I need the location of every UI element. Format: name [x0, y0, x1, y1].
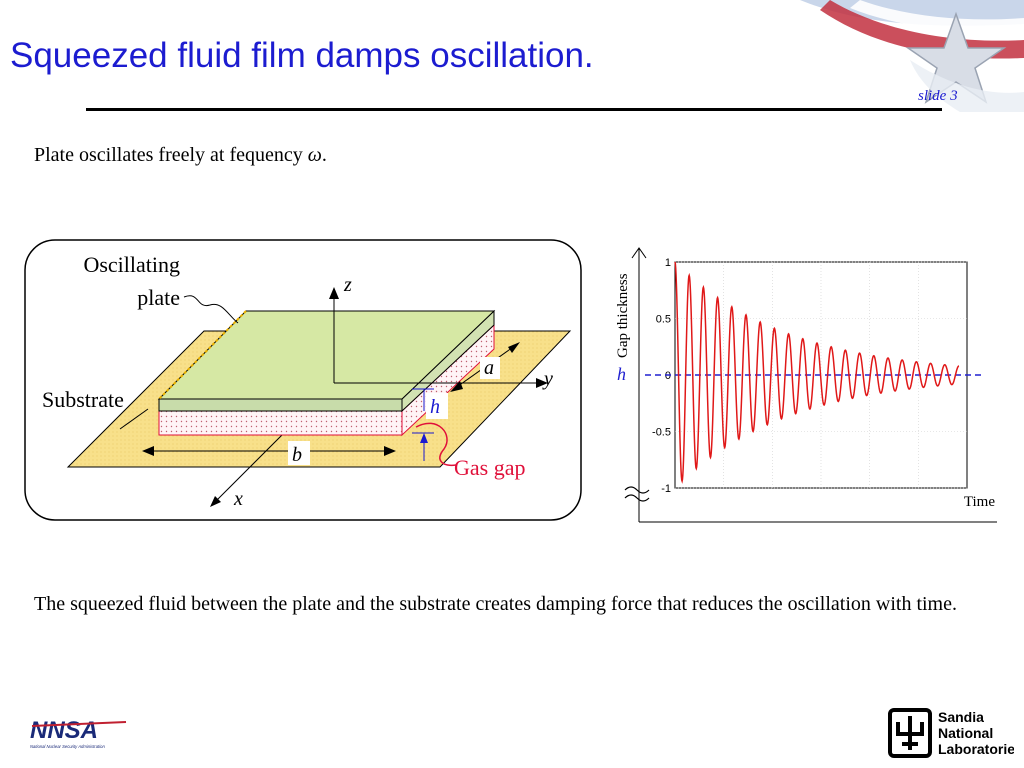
dim-h-label: h [430, 396, 440, 418]
dim-b-label-bg [288, 441, 310, 465]
dim-b-head-1 [142, 446, 154, 456]
axis-z-label: z [343, 274, 352, 296]
slide-number: slide 3 [918, 88, 958, 104]
y-tick-label: 0 [665, 370, 671, 382]
summary-paragraph: The squeezed fluid between the plate and… [34, 593, 957, 615]
corner-flag-star-decoration [800, 0, 1024, 112]
gap-thickness-chart: 1 0.5 0 -0.5 -1 Gap thickness Time h [605, 242, 1005, 526]
nnsa-logo: NNSA National Nuclear Security Administr… [30, 717, 127, 749]
chart-y-axis-label: Gap thickness [615, 273, 631, 358]
substrate-leader [119, 408, 149, 430]
intro-text: Plate oscillates freely at fequency ω. [34, 140, 327, 170]
chart-x-axis-label: Time [964, 494, 995, 510]
x-axis-arrow [210, 496, 221, 507]
intro-text-before: Plate oscillates freely at fequency [34, 144, 308, 166]
axis-break-symbol [624, 486, 650, 502]
plate-top-dashed-edge [158, 310, 247, 400]
omega-symbol: ω [307, 144, 322, 166]
sandia-logo-line3: Laboratories [938, 741, 1014, 757]
y-tick-label: 0.5 [656, 314, 671, 326]
plate-substrate-diagram: Oscillating plate Substrate Gas gap z y … [24, 239, 582, 521]
dim-h-head [420, 433, 428, 443]
sandia-logo-line2: National [938, 725, 993, 741]
axis-x-label: x [233, 488, 243, 510]
oscillating-plate-label-line1: Oscillating [83, 252, 180, 277]
chart-y-axis-arrowhead [631, 247, 647, 259]
gas-gap-label: Gas gap [454, 455, 525, 480]
reference-line-h-label: h [617, 364, 626, 384]
dim-a-label: a [484, 357, 494, 379]
axis-y-label: y [542, 368, 553, 390]
dim-b-label: b [292, 444, 302, 466]
slide-title: Squeezed fluid film damps oscillation. [10, 36, 594, 75]
gap-thickness-series [674, 261, 960, 484]
substrate-label: Substrate [42, 387, 124, 412]
y-tick-label: 1 [665, 257, 671, 269]
y-tick-label: -1 [661, 483, 671, 495]
plate-front-face [158, 398, 403, 412]
nnsa-logo-mark: NNSA [30, 717, 98, 744]
y-axis-arrow [536, 378, 548, 388]
oscillating-plate-label-line2: plate [137, 285, 180, 310]
sandia-logo: Sandia National Laboratories [888, 708, 1014, 758]
title-underline-rule [86, 108, 942, 111]
gas-gap-leader [415, 422, 457, 467]
nnsa-logo-caption: National Nuclear Security Administration [30, 744, 105, 749]
sandia-logo-line1: Sandia [938, 709, 984, 725]
intro-text-after: . [321, 144, 327, 166]
oscillating-plate-leader [183, 295, 239, 324]
gas-gap-side [158, 410, 403, 436]
dim-a-head-2 [508, 342, 520, 353]
z-axis-arrow [329, 287, 339, 299]
dim-a-label-bg [480, 357, 500, 379]
nnsa-logo-swoosh [31, 721, 127, 727]
dim-b-head-2 [384, 446, 396, 456]
dim-h-label-bg [426, 393, 448, 419]
y-tick-label: -0.5 [652, 427, 671, 439]
sandia-logo-thunderbird [896, 716, 924, 750]
dim-a-head-1 [450, 381, 463, 392]
